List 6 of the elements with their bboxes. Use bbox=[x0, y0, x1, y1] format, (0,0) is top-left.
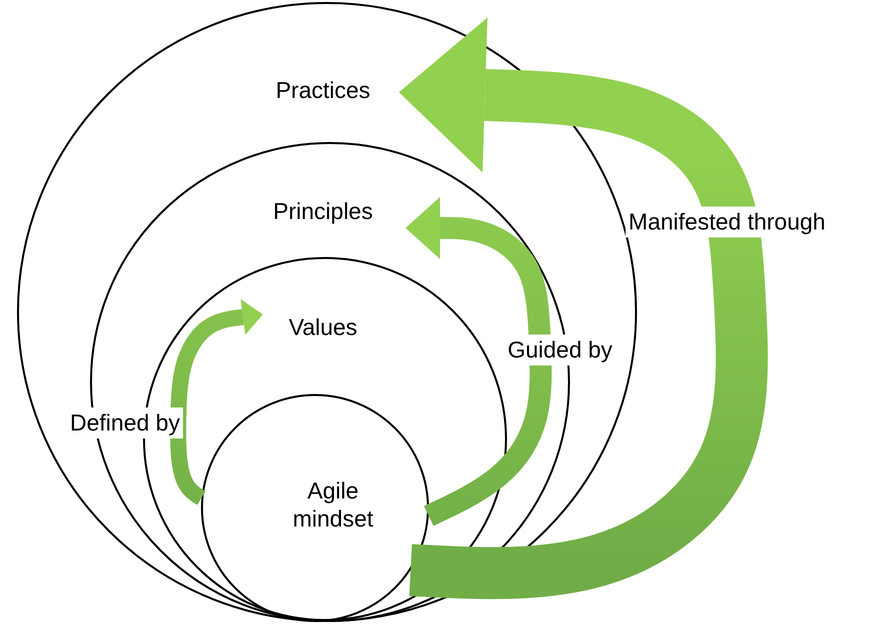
circle-label: Principles bbox=[273, 198, 373, 226]
circle-label: Practices bbox=[276, 77, 370, 105]
circle-label: Agile mindset bbox=[292, 477, 374, 533]
circle-label: Values bbox=[288, 314, 358, 342]
circle bbox=[201, 394, 429, 622]
curved-arrow bbox=[398, 18, 768, 600]
